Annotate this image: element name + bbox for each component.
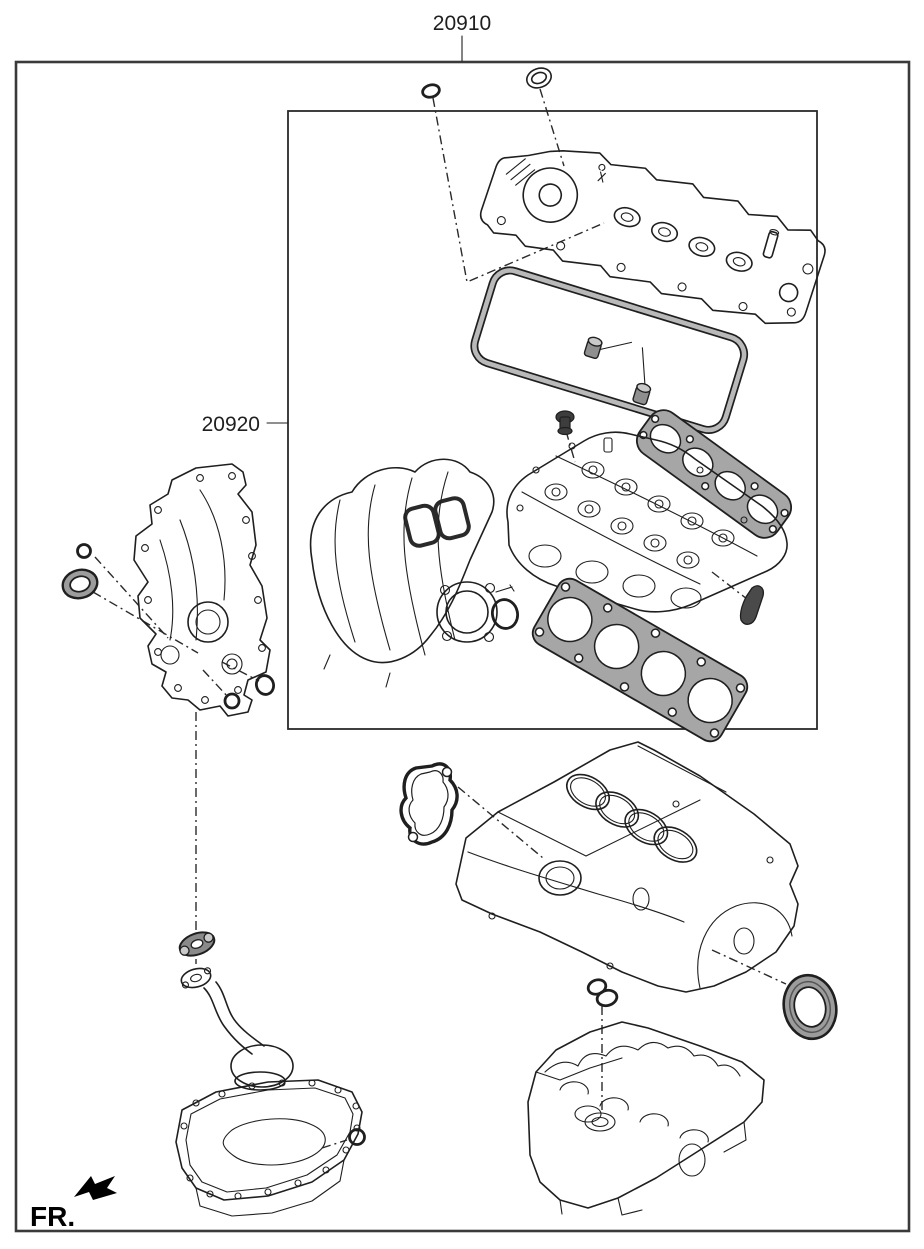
callout-20910[interactable]: 20910 bbox=[433, 12, 491, 62]
lower-crankcase-drawing bbox=[527, 1021, 765, 1216]
valve-cover-gasket-drawing bbox=[470, 266, 749, 434]
kit-box-20920 bbox=[287, 110, 818, 730]
block-orings-drawing bbox=[586, 978, 619, 1008]
outer-border bbox=[14, 60, 911, 1233]
oring-icon bbox=[421, 83, 441, 99]
gasket-grommet bbox=[632, 347, 652, 406]
callout-20920[interactable]: 20920 bbox=[202, 413, 289, 436]
leader-line bbox=[221, 661, 260, 682]
exhaust-manifold-gasket-drawing bbox=[635, 409, 793, 539]
valve-cover-drawing bbox=[479, 150, 826, 325]
leader-line bbox=[94, 556, 169, 639]
timing-small-oring-drawing bbox=[76, 543, 92, 559]
crank-rear-seal-drawing bbox=[782, 973, 838, 1041]
seal-ring-icon bbox=[526, 67, 552, 89]
water-pump-gasket-drawing bbox=[399, 762, 459, 846]
throttle-oring-drawing bbox=[491, 598, 519, 630]
leader-line bbox=[565, 430, 576, 463]
leader-line bbox=[321, 1139, 348, 1149]
leader-line bbox=[539, 88, 565, 167]
timing-cover-drawing bbox=[133, 463, 271, 717]
cylinder-head-drawing bbox=[506, 431, 788, 613]
timing-oring-drawing bbox=[254, 674, 276, 696]
oil-filler-cap-seal-drawing bbox=[526, 67, 552, 89]
camshaft-seal-sliver-drawing bbox=[739, 585, 764, 625]
oil-pickup-gasket-drawing bbox=[178, 931, 216, 957]
leader-line bbox=[711, 949, 787, 985]
crank-front-seal-drawing bbox=[61, 568, 99, 600]
cylinder-head-gasket-drawing bbox=[531, 577, 749, 743]
timing-oring-drawing bbox=[223, 692, 241, 710]
front-arrow-icon bbox=[74, 1176, 117, 1200]
fr-indicator: FR. bbox=[30, 1176, 117, 1232]
fr-label: FR. bbox=[30, 1201, 75, 1232]
leader-line bbox=[202, 669, 229, 698]
callout-label-20910[interactable]: 20910 bbox=[433, 12, 491, 35]
cylinder-block-drawing bbox=[455, 741, 799, 993]
small-oring-seal-drawing bbox=[421, 83, 441, 99]
seal-ring-inner bbox=[530, 71, 548, 85]
leader-line bbox=[711, 571, 748, 600]
callout-label-20920[interactable]: 20920 bbox=[202, 413, 260, 436]
oil-pan-plug-seal-drawing bbox=[348, 1128, 366, 1146]
gasket-grommet bbox=[583, 336, 633, 360]
intake-manifold-drawing bbox=[309, 458, 515, 688]
spark-plug-tube-seal-drawing bbox=[555, 410, 575, 436]
